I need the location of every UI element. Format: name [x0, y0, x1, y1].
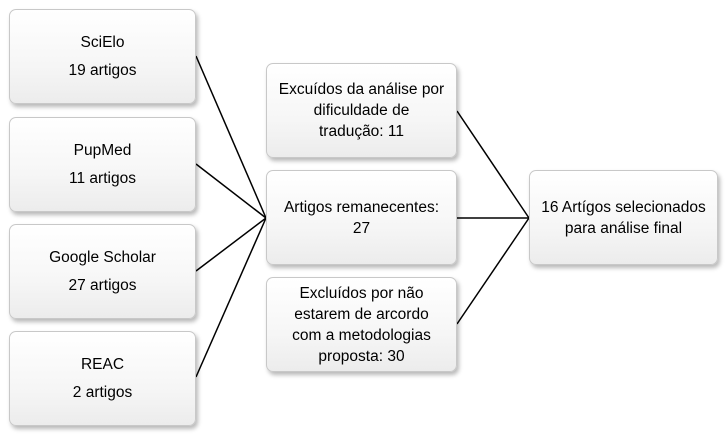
box-text-line: 27 — [352, 219, 371, 237]
source-name: SciElo — [80, 34, 125, 51]
connector-pupmed — [195, 163, 267, 219]
connector-reac — [195, 217, 267, 378]
box-text-line: Artigos remanecentes: — [283, 198, 440, 216]
box-text-line: estarem de arcordo — [294, 305, 429, 323]
connector-excluded-methodology — [456, 217, 530, 325]
source-count: 2 artigos — [72, 384, 133, 401]
source-count: 19 artigos — [68, 62, 137, 79]
source-count: 11 artigos — [69, 170, 136, 187]
source-box-reac: REAC 2 artigos — [9, 331, 196, 426]
source-count: 27 artigos — [68, 277, 137, 294]
source-box-pupmed: PupMed 11 artigos — [9, 117, 196, 212]
source-name: REAC — [80, 356, 125, 373]
box-text-line: Excluídos por não — [299, 284, 424, 302]
box-text-line: para análise final — [564, 219, 683, 237]
source-box-scielo: SciElo 19 artigos — [9, 9, 196, 104]
box-text-line: proposta: 30 — [318, 347, 405, 365]
source-name: PupMed — [73, 142, 132, 159]
excluded-methodology-box: Excluídos por não estarem de arcordo com… — [266, 277, 457, 372]
remaining-articles-box: Artigos remanecentes: 27 — [266, 170, 457, 265]
connector-scielo — [195, 55, 267, 219]
connector-excluded-translation — [456, 110, 530, 219]
source-name: Google Scholar — [49, 249, 156, 266]
connector-google-scholar — [195, 217, 267, 272]
box-text-line: tradução: 11 — [318, 123, 405, 140]
box-text-line: 16 Artígos selecionados — [541, 198, 706, 216]
source-box-google-scholar: Google Scholar 27 artigos — [9, 224, 196, 319]
selected-articles-box: 16 Artígos selecionados para análise fin… — [529, 170, 718, 265]
box-text-line: Excuídos da análise por — [278, 81, 445, 98]
box-text-line: dificuldade de — [313, 102, 410, 119]
excluded-translation-box: Excuídos da análise por dificuldade de t… — [266, 63, 457, 158]
box-text-line: com a metodologias — [292, 326, 431, 344]
